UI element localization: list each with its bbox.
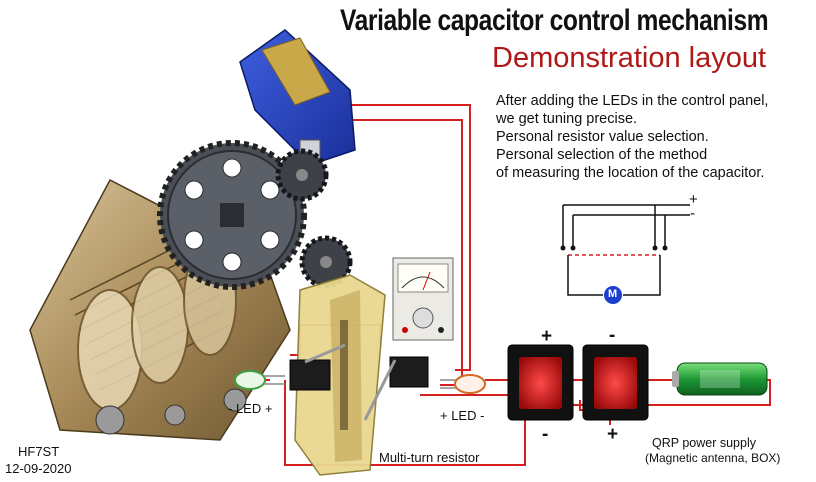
note-line-2: we get tuning precise.	[496, 111, 638, 127]
micro-switch-right	[363, 356, 429, 421]
switch-1-top-sign: +	[541, 326, 553, 347]
led-green	[234, 370, 285, 390]
schematic-motor-symbol	[604, 286, 622, 304]
power-supply-sublabel: (Magnetic antenna, BOX)	[645, 451, 781, 465]
rocker-switch-2	[582, 344, 649, 421]
switch-1-bottom-sign: -	[542, 424, 549, 445]
note-line-3: Personal resistor value selection.	[496, 129, 709, 145]
date-label: 12-09-2020	[5, 461, 72, 476]
diagram-title: Variable capacitor control mechanism	[340, 4, 769, 37]
multi-turn-resistor-body	[294, 274, 386, 476]
schematic-plus-label: +	[689, 191, 698, 208]
large-gear	[157, 140, 307, 290]
switch-2-bottom-sign: +	[607, 424, 619, 445]
diagram-subtitle: Demonstration layout	[492, 42, 767, 74]
rocker-switch-1	[507, 344, 574, 421]
schematic-nodes	[560, 245, 668, 251]
switch-2-top-sign: -	[609, 325, 616, 346]
note-line-5: of measuring the location of the capacit…	[496, 165, 765, 181]
motor-label: M	[608, 288, 618, 300]
note-line-4: Personal selection of the method	[496, 147, 708, 163]
analog-meter	[392, 257, 454, 341]
schematic	[562, 204, 690, 296]
power-supply-label: QRP power supply	[652, 436, 756, 450]
small-gear-top	[275, 148, 329, 202]
battery-18650	[672, 362, 768, 396]
led-left-label: - LED +	[228, 401, 273, 416]
note-line-1: After adding the LEDs in the control pan…	[496, 93, 769, 109]
led-orange	[440, 374, 486, 394]
led-right-label: + LED -	[440, 408, 485, 423]
schematic-minus-label: -	[690, 205, 695, 222]
author-label: HF7ST	[18, 444, 60, 459]
multi-turn-label: Multi-turn resistor	[379, 450, 480, 465]
micro-switch-left	[289, 343, 346, 391]
